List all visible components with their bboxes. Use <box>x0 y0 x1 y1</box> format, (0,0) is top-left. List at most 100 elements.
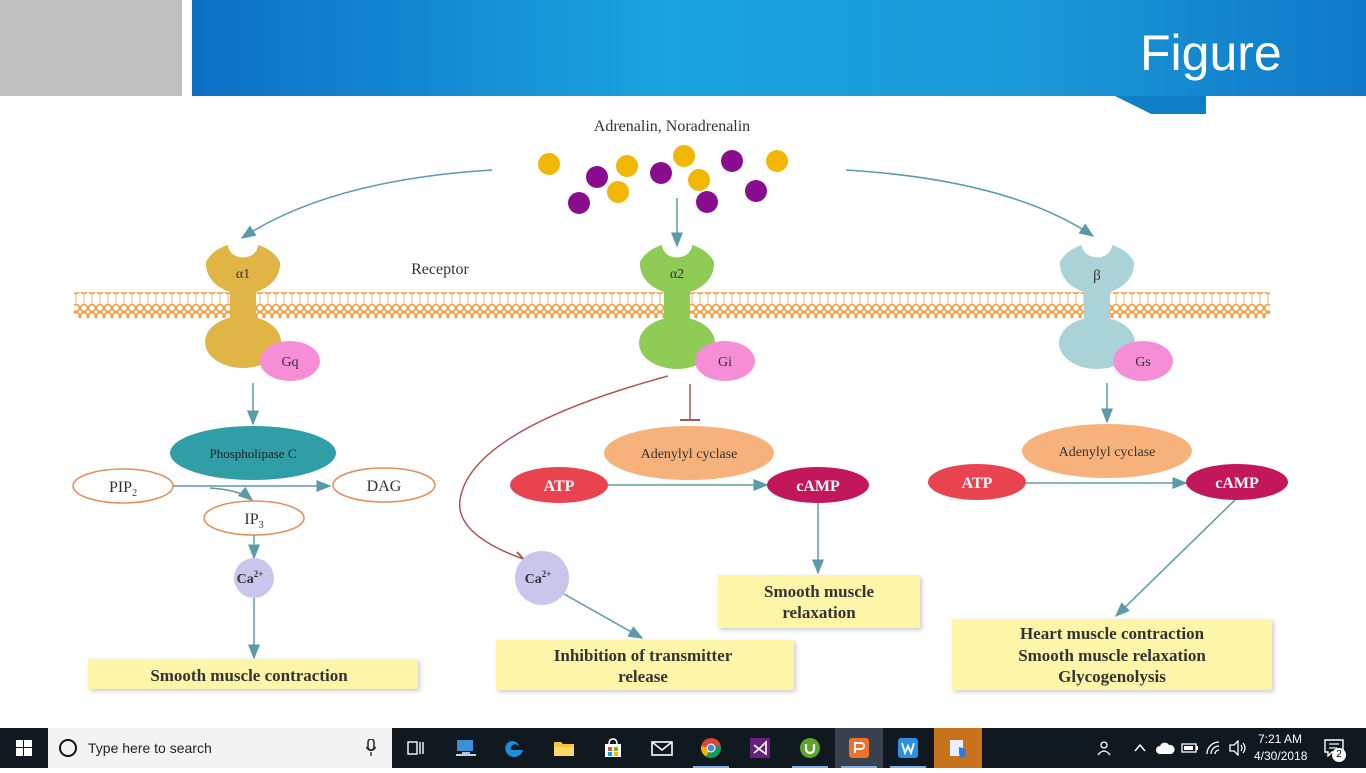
arrow-ca-to-inhibition <box>563 593 644 639</box>
battery-icon[interactable] <box>1181 742 1199 754</box>
gs-protein <box>1113 341 1173 381</box>
shield-document-icon <box>950 740 966 758</box>
arrow-pip2-to-ip3 <box>209 486 254 501</box>
alpha2-receptor <box>639 245 715 369</box>
volume-icon[interactable] <box>1228 740 1248 756</box>
effect-alpha2-ca-line1: Inhibition of transmitter <box>554 646 733 665</box>
camp-node-beta <box>1186 464 1288 500</box>
slide: Figure Adrenalin, Noradrenalin <box>0 0 1366 690</box>
clock-time[interactable]: 7:21 AM <box>1258 732 1303 746</box>
ca-node-alpha1 <box>234 558 274 598</box>
folder-icon <box>554 742 574 756</box>
taskbar-app-edge[interactable] <box>490 728 538 768</box>
dag-label: DAG <box>367 478 402 495</box>
utorrent-icon <box>800 738 820 758</box>
gs-label: Gs <box>1135 355 1151 370</box>
ligand-dot-yellow <box>673 145 695 167</box>
chrome-browser-icon <box>701 738 721 758</box>
pip2-label: PIP2 <box>109 479 137 499</box>
running-indicator <box>890 766 926 768</box>
taskbar-search-box[interactable]: Type here to search <box>48 728 392 768</box>
cortana-icon <box>59 739 77 757</box>
effect-alpha1-text: Smooth muscle contraction <box>150 666 348 685</box>
task-view-icon <box>407 741 424 755</box>
atp-node-beta <box>928 464 1026 500</box>
ligand-dot-purple <box>586 166 608 188</box>
ligand-dot-yellow <box>688 169 710 191</box>
notification-count-badge: 2 <box>1332 748 1346 762</box>
camp-label-beta: cAMP <box>1215 475 1259 492</box>
camp-label-alpha2: cAMP <box>796 478 840 495</box>
arrow-ligand-to-alpha1 <box>240 169 493 239</box>
taskbar-app-utorrent[interactable] <box>786 728 834 768</box>
ligand-dot-yellow <box>766 150 788 172</box>
running-indicator <box>693 766 729 768</box>
phospholipase-c <box>170 426 336 480</box>
ligand-dot-purple <box>745 180 767 202</box>
effect-box-alpha2-camp <box>718 575 920 628</box>
computer-icon <box>456 740 476 756</box>
receptor-label: Receptor <box>411 261 469 278</box>
phospholipase-c-label: Phospholipase C <box>209 446 296 461</box>
header-banner <box>192 0 1366 96</box>
clock-date[interactable]: 4/30/2018 <box>1254 749 1308 763</box>
effect-alpha2-camp-line2: relaxation <box>782 603 856 622</box>
taskbar-app-pc[interactable] <box>442 728 490 768</box>
signaling-diagram: Adrenalin, Noradrenalin Receptor <box>72 118 1288 690</box>
alpha2-receptor-label: α2 <box>670 267 684 282</box>
cloud-icon[interactable] <box>1155 741 1175 755</box>
gi-label: Gi <box>718 355 732 370</box>
header-gray-block <box>0 0 182 96</box>
running-indicator <box>841 766 877 768</box>
effect-beta-line2: Smooth muscle relaxation <box>1018 646 1206 665</box>
effect-box-alpha1 <box>88 659 418 689</box>
taskbar-app-mail[interactable] <box>638 728 686 768</box>
dag-node <box>332 467 436 503</box>
taskbar-app-chrome[interactable] <box>687 728 735 768</box>
adenylyl-cyclase-beta-label: Adenylyl cyclase <box>1059 445 1156 460</box>
taskbar-app-visual-studio[interactable] <box>736 728 784 768</box>
visual-studio-icon <box>750 738 770 758</box>
effect-box-beta <box>952 619 1272 690</box>
writer-app-icon <box>898 738 918 758</box>
search-placeholder: Type here to search <box>88 740 212 756</box>
ligand-dot-yellow <box>616 155 638 177</box>
adenylyl-cyclase-beta <box>1022 424 1192 478</box>
ligand-dot-purple <box>721 150 743 172</box>
effect-beta-line1: Heart muscle contraction <box>1020 624 1205 643</box>
atp-label-beta: ATP <box>962 475 993 492</box>
wifi-icon[interactable] <box>1205 740 1223 756</box>
ip3-label: IP3 <box>244 511 263 531</box>
ligand-dot-yellow <box>538 153 560 175</box>
windows-logo-icon <box>16 740 32 756</box>
taskbar-app-explorer[interactable] <box>540 728 588 768</box>
ligand-dot-purple <box>696 191 718 213</box>
people-icon[interactable] <box>1096 739 1114 757</box>
ligand-molecules <box>538 145 788 214</box>
taskbar-app-writer[interactable] <box>884 728 932 768</box>
taskbar-app-store[interactable] <box>589 728 637 768</box>
edge-browser-icon <box>505 738 523 757</box>
task-view-button[interactable] <box>392 728 440 768</box>
ligand-dot-purple <box>650 162 672 184</box>
beta-receptor-label: β <box>1093 268 1101 284</box>
effect-alpha2-camp-line1: Smooth muscle <box>764 582 874 601</box>
running-indicator <box>792 766 828 768</box>
arrow-camp-to-effects-beta <box>1114 499 1236 618</box>
start-button[interactable] <box>0 728 48 768</box>
taskbar-app-security[interactable] <box>934 728 982 768</box>
ca-label-alpha1: Ca2+ <box>237 569 264 587</box>
presentation-app-icon <box>849 738 869 758</box>
inhibit-gi-to-ca <box>458 375 669 561</box>
slide-title: Figure <box>1140 25 1282 81</box>
atp-node-alpha2 <box>510 467 608 503</box>
ca-label-alpha2: Ca2+ <box>525 569 552 587</box>
microphone-icon[interactable] <box>366 739 376 757</box>
camp-node-alpha2 <box>767 467 869 503</box>
adenylyl-cyclase-alpha2 <box>604 426 774 480</box>
chevron-up-icon[interactable] <box>1133 742 1147 754</box>
gi-protein <box>695 341 755 381</box>
alpha1-receptor-label: α1 <box>236 267 250 282</box>
arrow-ligand-to-beta <box>845 169 1095 237</box>
taskbar-app-presentation[interactable] <box>835 728 883 768</box>
